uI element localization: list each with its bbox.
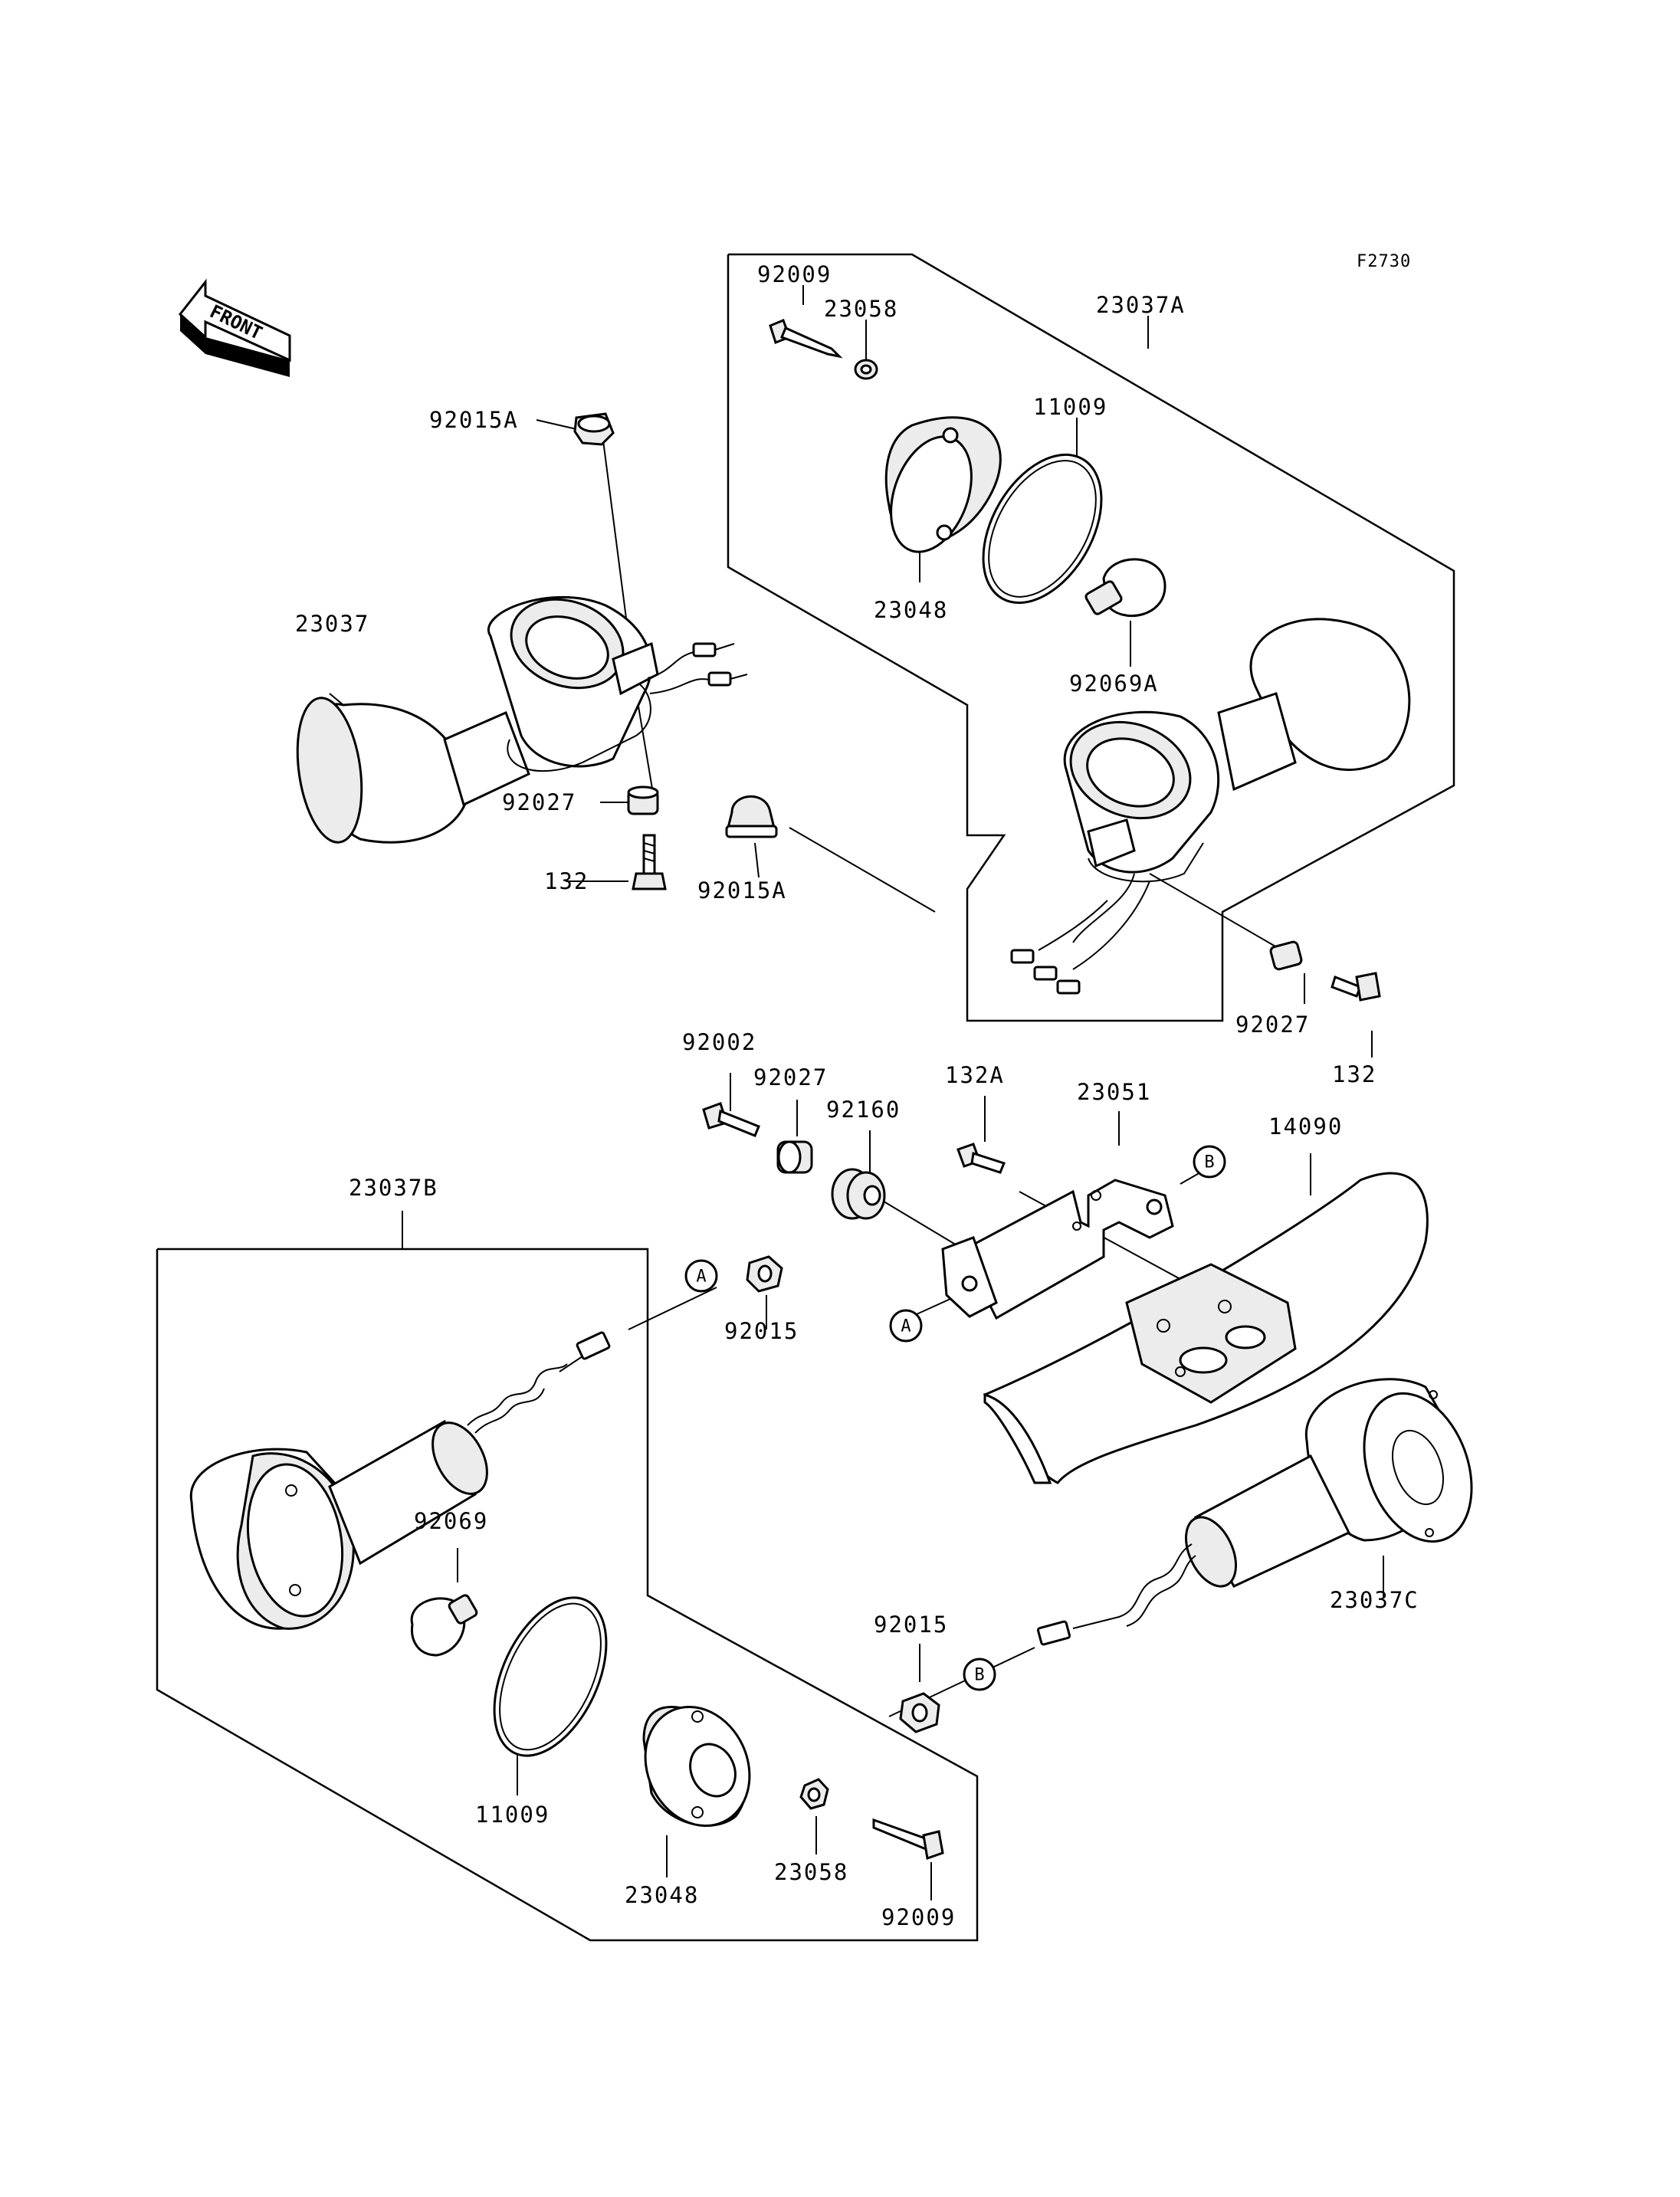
label-92009-top: 92009 bbox=[757, 261, 832, 287]
label-92160: 92160 bbox=[826, 1097, 901, 1123]
bulb-92069A bbox=[1084, 558, 1166, 618]
screw-92009-low bbox=[872, 1818, 944, 1861]
callout-a1: A bbox=[684, 1259, 718, 1293]
lens-23048-top bbox=[884, 416, 1002, 553]
bolt-132A bbox=[956, 1143, 1006, 1174]
label-92015-low: 92015 bbox=[874, 1612, 948, 1638]
gasket-11009-low bbox=[493, 1596, 608, 1757]
turn-signal-23037 bbox=[296, 595, 748, 844]
turn-signal-23037B bbox=[189, 1331, 611, 1630]
group-outline-23037A bbox=[727, 253, 1455, 1022]
label-92002: 92002 bbox=[682, 1029, 756, 1055]
front-label: FRONT bbox=[206, 300, 265, 344]
turn-signal-23037C bbox=[1036, 1378, 1473, 1646]
nut-92015-low bbox=[899, 1692, 940, 1733]
spacer-92027-right bbox=[1269, 940, 1303, 971]
label-92027-left: 92027 bbox=[502, 789, 576, 815]
gasket-11009-top bbox=[982, 453, 1103, 605]
leader-lines bbox=[329, 285, 1384, 1900]
label-92015A-mid: 92015A bbox=[697, 877, 787, 903]
label-23037B: 23037B bbox=[349, 1175, 438, 1201]
label-23051: 23051 bbox=[1077, 1079, 1151, 1105]
screw-92009-top bbox=[769, 319, 843, 359]
label-14090: 14090 bbox=[1268, 1113, 1343, 1139]
label-92015-mid: 92015 bbox=[724, 1318, 799, 1344]
label-11009-low: 11009 bbox=[475, 1802, 550, 1828]
label-92009-low: 92009 bbox=[881, 1904, 956, 1930]
callout-b2: B bbox=[963, 1658, 996, 1691]
callout-a2: A bbox=[889, 1309, 923, 1343]
label-23037A: 23037A bbox=[1096, 292, 1186, 318]
spacer-92027-left bbox=[627, 785, 659, 815]
label-132-left: 132 bbox=[544, 868, 589, 894]
callout-b1: B bbox=[1193, 1145, 1226, 1179]
turn-signal-23037A bbox=[1010, 618, 1411, 995]
fender-14090 bbox=[983, 1172, 1429, 1484]
bulb-92069 bbox=[410, 1594, 478, 1657]
label-23048-top: 23048 bbox=[874, 597, 948, 623]
spacer-92027-mid bbox=[776, 1140, 813, 1174]
lens-23048-low bbox=[642, 1705, 751, 1828]
label-23037C: 23037C bbox=[1330, 1587, 1419, 1613]
svg-text:A: A bbox=[696, 1267, 706, 1287]
figure-ref-code: F2730 bbox=[1357, 252, 1411, 271]
label-23058-low: 23058 bbox=[774, 1859, 848, 1885]
nut-92015-mid bbox=[746, 1255, 783, 1293]
label-23048-low: 23048 bbox=[625, 1882, 699, 1908]
svg-text:B: B bbox=[1204, 1153, 1214, 1172]
bolt-132-right bbox=[1331, 972, 1381, 1002]
label-11009-top: 11009 bbox=[1033, 394, 1107, 420]
label-92027-mid: 92027 bbox=[753, 1064, 828, 1090]
svg-text:B: B bbox=[974, 1666, 984, 1685]
svg-text:A: A bbox=[901, 1317, 911, 1336]
cap-nut-92015A-mid bbox=[725, 795, 778, 838]
bracket-23051 bbox=[941, 1179, 1174, 1320]
label-23058-top: 23058 bbox=[824, 296, 898, 322]
washer-23058-low bbox=[799, 1778, 829, 1810]
label-132A: 132A bbox=[945, 1062, 1005, 1088]
label-92069A: 92069A bbox=[1069, 671, 1159, 697]
bolt-92002 bbox=[702, 1102, 760, 1137]
label-23037: 23037 bbox=[295, 611, 369, 637]
label-92027-right: 92027 bbox=[1235, 1012, 1310, 1038]
label-92069: 92069 bbox=[414, 1508, 488, 1534]
bolt-132-left bbox=[632, 834, 667, 890]
front-arrow-icon: FRONT bbox=[178, 278, 291, 377]
grommet-92160 bbox=[831, 1168, 886, 1220]
nut-92015A-left bbox=[573, 412, 615, 446]
washer-23058-top bbox=[854, 359, 878, 380]
label-92015A-left: 92015A bbox=[429, 407, 519, 433]
label-132-right: 132 bbox=[1332, 1061, 1376, 1087]
group-outline-23037B bbox=[156, 1248, 979, 1942]
